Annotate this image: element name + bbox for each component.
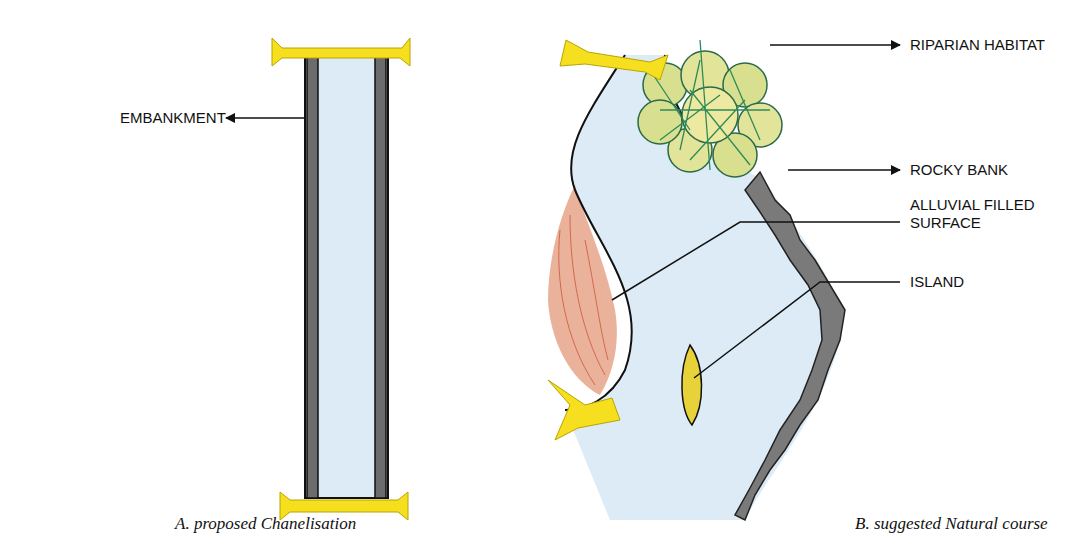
- part-label: ISLAND: [910, 273, 964, 291]
- embankment-right: [375, 52, 386, 498]
- part-label: ALLUVIAL FILLED SURFACE: [910, 196, 1060, 232]
- rocky-bank: [735, 172, 845, 520]
- section-marker: [560, 40, 668, 80]
- embankment-left: [307, 52, 318, 498]
- channel-water: [305, 52, 388, 498]
- leader-line: [788, 169, 900, 171]
- figure-caption: B. suggested Natural course: [855, 515, 1048, 533]
- island-shape: [682, 345, 702, 425]
- leader-line: [612, 222, 900, 300]
- river-bank-left: [565, 55, 632, 410]
- section-marker: [272, 38, 410, 66]
- alluvial-fill: [548, 185, 617, 395]
- part-label: ROCKY BANK: [910, 161, 1008, 179]
- leader-line: [694, 282, 900, 378]
- part-label: EMBANKMENT: [120, 109, 226, 127]
- leader-line: [226, 117, 306, 119]
- leader-line: [770, 44, 900, 46]
- part-label: RIPARIAN HABITAT: [910, 36, 1045, 54]
- figure-caption: A. proposed Chanelisation: [175, 515, 356, 533]
- section-marker: [548, 380, 620, 440]
